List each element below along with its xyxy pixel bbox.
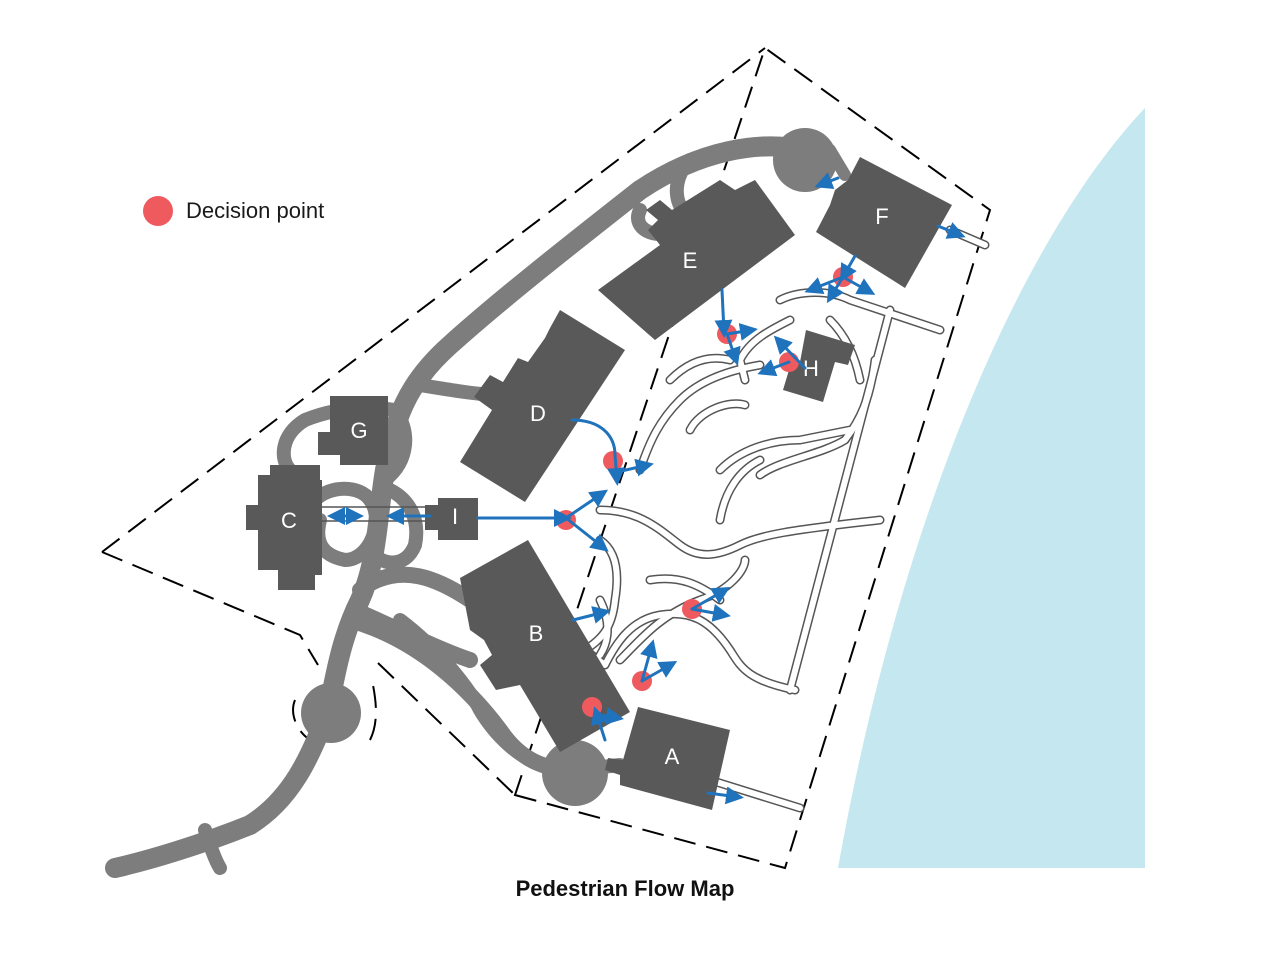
building-label-a: A <box>665 744 680 769</box>
building-d <box>460 310 625 502</box>
roundabout-west <box>301 683 361 743</box>
building-h <box>783 330 855 402</box>
site-boundary-west <box>101 47 766 553</box>
building-label-f: F <box>875 204 888 229</box>
building-i <box>425 498 478 540</box>
map-title: Pedestrian Flow Map <box>516 876 735 901</box>
building-f <box>816 157 952 288</box>
decision-point <box>603 451 623 471</box>
flow-arrows <box>327 172 966 805</box>
building-label-i: I <box>452 504 458 529</box>
building-g <box>318 396 388 465</box>
building-label-d: D <box>530 401 546 426</box>
water-body <box>838 108 1145 868</box>
building-a <box>605 707 730 810</box>
building-labels: A B C D E F G H I <box>281 204 889 769</box>
roundabout-south <box>542 740 608 806</box>
building-label-g: G <box>350 418 367 443</box>
site-boundary <box>101 46 992 870</box>
building-e <box>598 180 795 340</box>
building-label-h: H <box>803 356 819 381</box>
building-c <box>246 465 322 590</box>
building-label-b: B <box>529 621 544 646</box>
legend-decision-point-label: Decision point <box>186 198 324 223</box>
legend-decision-point-swatch <box>143 196 173 226</box>
legend: Decision point <box>143 196 324 226</box>
road-network <box>105 136 851 878</box>
building-label-e: E <box>683 248 698 273</box>
building-label-c: C <box>281 508 297 533</box>
